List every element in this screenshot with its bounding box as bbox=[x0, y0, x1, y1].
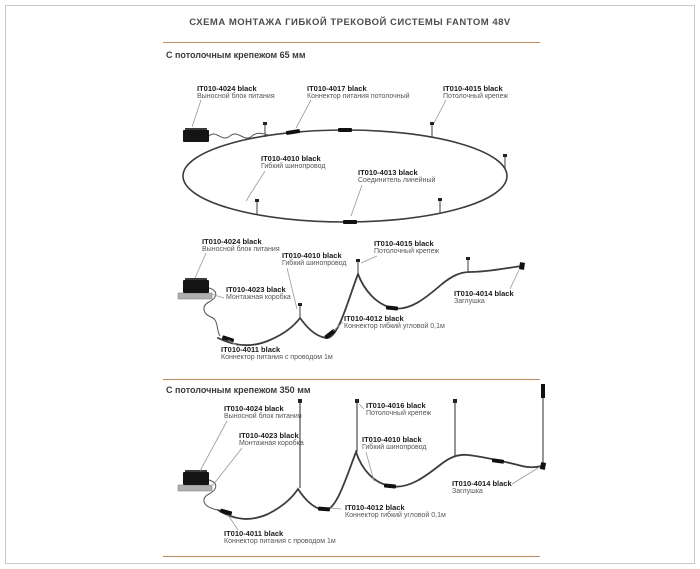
part-desc: Выносной блок питания bbox=[224, 413, 302, 421]
oval-label-flexible-track: IT010-4010 black Гибкий шинопровод bbox=[261, 154, 325, 172]
section-divider bbox=[163, 379, 540, 380]
part-desc: Выносной блок питания bbox=[197, 93, 275, 101]
part-desc: Потолочный крепеж bbox=[366, 410, 432, 418]
wave65-label-corner-connector: IT010-4012 black Коннектор гибкий углово… bbox=[344, 314, 445, 332]
ceiling-mount-65-icons bbox=[255, 122, 507, 214]
wave65-label-mounting-box: IT010-4023 black Монтажная коробка bbox=[226, 285, 291, 303]
wave350-label-power-supply: IT010-4024 black Выносной блок питания bbox=[224, 404, 302, 422]
wave350-label-power-connector: IT010-4011 black Коннектор питания с про… bbox=[224, 529, 336, 547]
wave350-label-ceiling-mount: IT010-4016 black Потолочный крепеж bbox=[366, 401, 431, 419]
part-desc: Гибкий шинопровод bbox=[362, 444, 427, 452]
linear-connector-icon bbox=[338, 128, 352, 132]
track-connector-icon bbox=[491, 458, 505, 464]
ceiling-mount-350-icons bbox=[298, 384, 545, 488]
bottom-divider bbox=[163, 556, 540, 557]
diagram-wave-65mm bbox=[177, 252, 525, 347]
part-code: IT010-4024 black bbox=[202, 237, 262, 246]
power-supply-icon bbox=[183, 470, 209, 485]
wave65-label-flexible-track: IT010-4010 black Гибкий шинопровод bbox=[282, 251, 346, 269]
part-desc: Коннектор гибкий угловой 0,1м bbox=[345, 512, 446, 520]
part-desc: Потолочный крепеж bbox=[374, 248, 440, 256]
oval-label-linear-connector: IT010-4013 black Соединитель линейный bbox=[358, 168, 435, 186]
part-desc: Выносной блок питания bbox=[202, 246, 280, 254]
part-code: IT010-4012 black bbox=[345, 503, 405, 512]
end-cap-icon bbox=[519, 262, 525, 270]
wave350-label-flexible-track: IT010-4010 black Гибкий шинопровод bbox=[362, 435, 426, 453]
part-desc: Соединитель линейный bbox=[358, 177, 436, 185]
wave350-label-end-cap: IT010-4014 black Заглушка bbox=[452, 479, 512, 497]
part-code: IT010-4010 black bbox=[282, 251, 342, 260]
flexible-track-wave bbox=[217, 265, 523, 346]
wave65-label-ceiling-mount: IT010-4015 black Потолочный крепеж bbox=[374, 239, 439, 257]
ceiling-power-connector-icon bbox=[285, 129, 301, 135]
page-title: СХЕМА МОНТАЖА ГИБКОЙ ТРЕКОВОЙ СИСТЕМЫ FA… bbox=[189, 17, 511, 28]
part-code: IT010-4013 black bbox=[358, 168, 418, 177]
section-heading-350mm: С потолочным крепежом 350 мм bbox=[166, 385, 311, 395]
wave65-label-power-supply: IT010-4024 black Выносной блок питания bbox=[202, 237, 280, 255]
part-desc: Коннектор гибкий угловой 0,1м bbox=[344, 323, 445, 331]
track-connector-icon bbox=[383, 483, 397, 489]
part-code: IT010-4011 black bbox=[224, 529, 284, 538]
mounting-box-icon bbox=[177, 292, 213, 300]
part-desc: Гибкий шинопровод bbox=[261, 163, 326, 171]
wave65-label-power-connector: IT010-4011 black Коннектор питания с про… bbox=[221, 345, 333, 363]
oval-label-power-supply: IT010-4024 black Выносной блок питания bbox=[197, 84, 275, 102]
wave350-label-corner-connector: IT010-4012 black Коннектор гибкий углово… bbox=[345, 503, 446, 521]
part-desc: Заглушка bbox=[454, 298, 485, 306]
part-desc: Коннектор питания с проводом 1м bbox=[224, 538, 336, 546]
power-cable bbox=[208, 132, 270, 139]
section-heading-65mm: С потолочным крепежом 65 мм bbox=[166, 50, 306, 60]
part-desc: Коннектор питания потолочный bbox=[307, 93, 410, 101]
power-cable bbox=[203, 287, 221, 337]
wave65-label-end-cap: IT010-4014 black Заглушка bbox=[454, 289, 514, 307]
ceiling-mount-65-icons bbox=[298, 257, 470, 318]
power-supply-icon bbox=[183, 278, 209, 293]
corner-connector-icon bbox=[324, 329, 336, 339]
end-cap-icon bbox=[539, 462, 547, 470]
part-code: IT010-4014 black bbox=[454, 289, 514, 298]
part-code: IT010-4023 black bbox=[239, 431, 299, 440]
part-code: IT010-4024 black bbox=[197, 84, 257, 93]
part-code: IT010-4016 black bbox=[366, 401, 426, 410]
part-desc: Монтажная коробка bbox=[239, 440, 304, 448]
wave350-label-mounting-box: IT010-4023 black Монтажная коробка bbox=[239, 431, 304, 449]
power-cable bbox=[203, 479, 219, 511]
leader-lines bbox=[191, 99, 447, 217]
part-code: IT010-4010 black bbox=[261, 154, 321, 163]
flexible-track-oval bbox=[182, 129, 508, 223]
diagram-wave-350mm bbox=[177, 384, 547, 531]
track-connector-icon bbox=[385, 305, 399, 311]
oval-label-ceiling-mount: IT010-4015 black Потолочный крепеж bbox=[443, 84, 508, 102]
corner-connector-icon bbox=[317, 506, 331, 512]
power-supply-icon bbox=[183, 128, 209, 142]
power-connector-icon bbox=[221, 335, 235, 343]
oval-label-ceiling-power-connector: IT010-4017 black Коннектор питания потол… bbox=[307, 84, 410, 102]
part-desc: Коннектор питания с проводом 1м bbox=[221, 354, 333, 362]
part-code: IT010-4015 black bbox=[443, 84, 503, 93]
part-code: IT010-4010 black bbox=[362, 435, 422, 444]
part-code: IT010-4023 black bbox=[226, 285, 286, 294]
part-desc: Потолочный крепеж bbox=[443, 93, 509, 101]
part-desc: Заглушка bbox=[452, 488, 483, 496]
linear-connector-icon bbox=[343, 220, 357, 224]
title-divider bbox=[163, 42, 540, 43]
part-code: IT010-4017 black bbox=[307, 84, 367, 93]
part-code: IT010-4024 black bbox=[224, 404, 284, 413]
leader-lines bbox=[194, 252, 520, 347]
part-code: IT010-4015 black bbox=[374, 239, 434, 248]
part-code: IT010-4011 black bbox=[221, 345, 281, 354]
part-desc: Гибкий шинопровод bbox=[282, 260, 347, 268]
mounting-box-icon bbox=[177, 484, 213, 492]
diagram-oval-65mm bbox=[182, 99, 508, 224]
leader-lines bbox=[199, 403, 539, 531]
part-code: IT010-4012 black bbox=[344, 314, 404, 323]
power-connector-icon bbox=[219, 508, 233, 516]
part-code: IT010-4014 black bbox=[452, 479, 512, 488]
part-desc: Монтажная коробка bbox=[226, 294, 291, 302]
